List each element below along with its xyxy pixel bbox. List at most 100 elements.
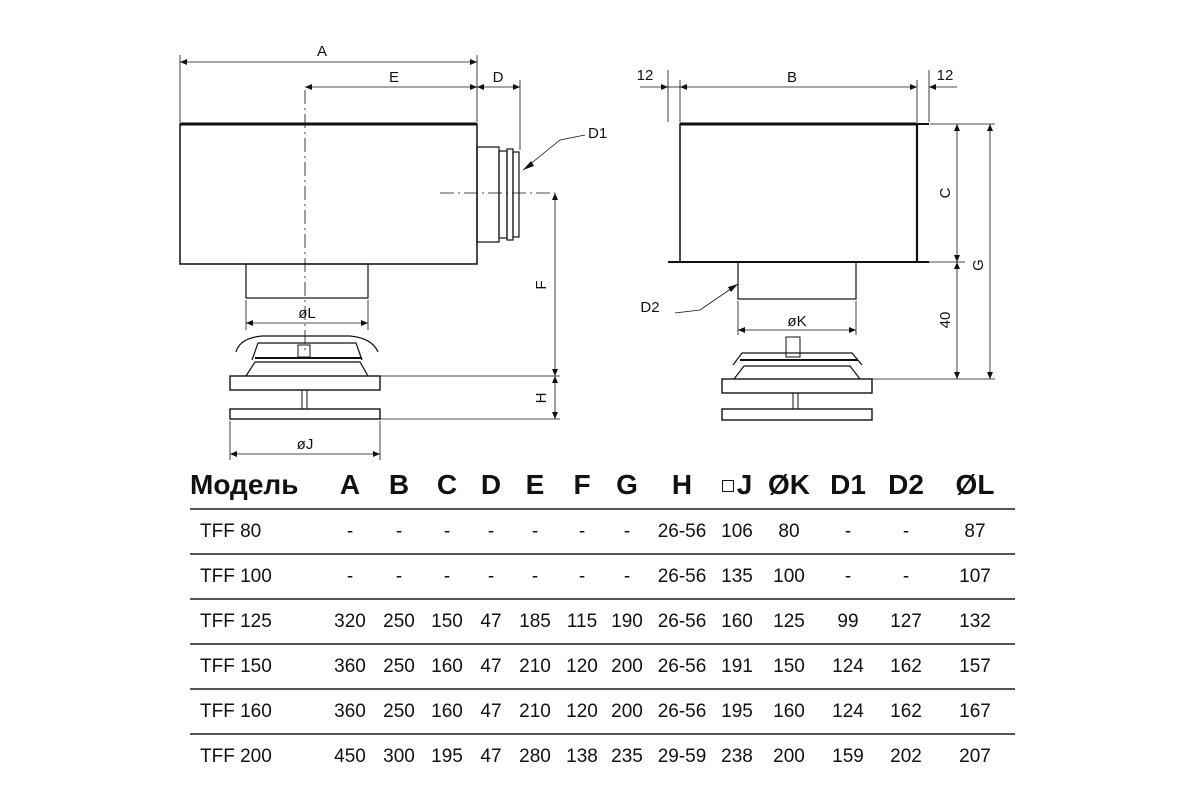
value-cell: - [443, 520, 451, 542]
header-l: ØL [955, 469, 995, 500]
model-cell: TFF 150 [200, 655, 272, 677]
header-c: C [436, 469, 458, 500]
value-cell: 26-56 [657, 520, 707, 542]
label-K: øK [787, 313, 806, 330]
value-cell: 132 [959, 610, 991, 632]
value-cell: 29-59 [657, 745, 707, 767]
bottom-neck [245, 263, 369, 299]
value-cell: 26-56 [657, 700, 707, 722]
value-cell: 167 [959, 700, 991, 722]
value-cell: 26-56 [657, 565, 707, 587]
value-cell: 320 [334, 610, 366, 632]
value-cell: 99 [837, 610, 859, 632]
header-model: Модель [190, 469, 299, 500]
value-cell: 135 [721, 565, 753, 587]
header-d1: D1 [830, 469, 866, 500]
label-C: C [937, 187, 954, 198]
value-cell: 26-56 [657, 610, 707, 632]
dimension-labels: A E D D1 øL øJ F H B 12 12 C G 40 D2 øK [297, 43, 987, 453]
value-cell: - [578, 520, 586, 542]
value-cell: 159 [832, 745, 864, 767]
label-12-right: 12 [937, 67, 954, 84]
value-cell: 200 [773, 745, 805, 767]
value-cell: 150 [431, 610, 463, 632]
value-cell: - [902, 565, 910, 587]
header-d2: D2 [888, 469, 924, 500]
value-cell: 87 [964, 520, 986, 542]
value-cell: 235 [611, 745, 643, 767]
value-cell: 47 [480, 700, 502, 722]
side-diffuser-plate [721, 408, 873, 421]
value-cell: 195 [431, 745, 463, 767]
model-cell: TFF 160 [200, 700, 272, 722]
value-cell: - [443, 565, 451, 587]
header-b: B [388, 469, 410, 500]
header-h: H [671, 469, 693, 500]
value-cell: 160 [773, 700, 805, 722]
value-cell: 160 [721, 610, 753, 632]
header-a: A [339, 469, 361, 500]
value-cell: - [395, 520, 403, 542]
value-cell: - [902, 520, 910, 542]
value-cell: 238 [721, 745, 753, 767]
label-B: B [787, 69, 797, 86]
label-G: G [970, 259, 987, 271]
label-A: A [317, 43, 327, 60]
label-D2: D2 [640, 299, 659, 316]
value-cell: 250 [383, 700, 415, 722]
value-cell: 115 [566, 610, 598, 632]
diffuser-plate [229, 408, 381, 420]
value-cell: 80 [778, 520, 800, 542]
side-box [679, 123, 918, 263]
model-cell: TFF 100 [200, 565, 272, 587]
value-cell: 107 [959, 565, 991, 587]
side-view [640, 70, 995, 421]
value-cell: - [623, 565, 631, 587]
value-cell: - [395, 565, 403, 587]
header-f: F [573, 469, 591, 500]
value-cell: 127 [890, 610, 922, 632]
value-cell: 207 [959, 745, 991, 767]
header-j: J [715, 462, 759, 509]
side-diffuser-ring [721, 378, 873, 394]
table-header-row: Модель A B C D E F G H J ØK D1 D2 ØL [190, 462, 1015, 509]
value-cell: - [623, 520, 631, 542]
model-cell: TFF 80 [200, 520, 262, 542]
value-cell: - [531, 565, 539, 587]
label-E: E [389, 69, 399, 86]
diffuser-ring [229, 375, 381, 391]
value-cell: 160 [431, 700, 463, 722]
header-g: G [616, 469, 638, 500]
value-cell: 162 [890, 655, 922, 677]
side-bottom-neck [737, 261, 857, 300]
value-cell: 250 [383, 610, 415, 632]
value-cell: - [487, 520, 495, 542]
value-cell: 150 [773, 655, 805, 677]
value-cell: 124 [832, 655, 864, 677]
value-cell: - [346, 520, 354, 542]
value-cell: 191 [721, 655, 753, 677]
value-cell: 157 [959, 655, 991, 677]
value-cell: 47 [480, 745, 502, 767]
value-cell: 195 [721, 700, 753, 722]
value-cell: 185 [519, 610, 551, 632]
value-cell: 210 [519, 700, 551, 722]
label-40: 40 [937, 312, 954, 329]
model-cell: TFF 125 [200, 610, 272, 632]
value-cell: - [531, 520, 539, 542]
front-view [179, 55, 586, 460]
model-cell: TFF 200 [200, 745, 272, 767]
value-cell: 190 [611, 610, 643, 632]
square-icon [721, 480, 734, 492]
label-F: F [533, 280, 550, 289]
value-cell: 200 [611, 700, 643, 722]
header-k: ØK [768, 469, 810, 500]
value-cell: 47 [480, 610, 502, 632]
label-J: øJ [297, 436, 314, 453]
